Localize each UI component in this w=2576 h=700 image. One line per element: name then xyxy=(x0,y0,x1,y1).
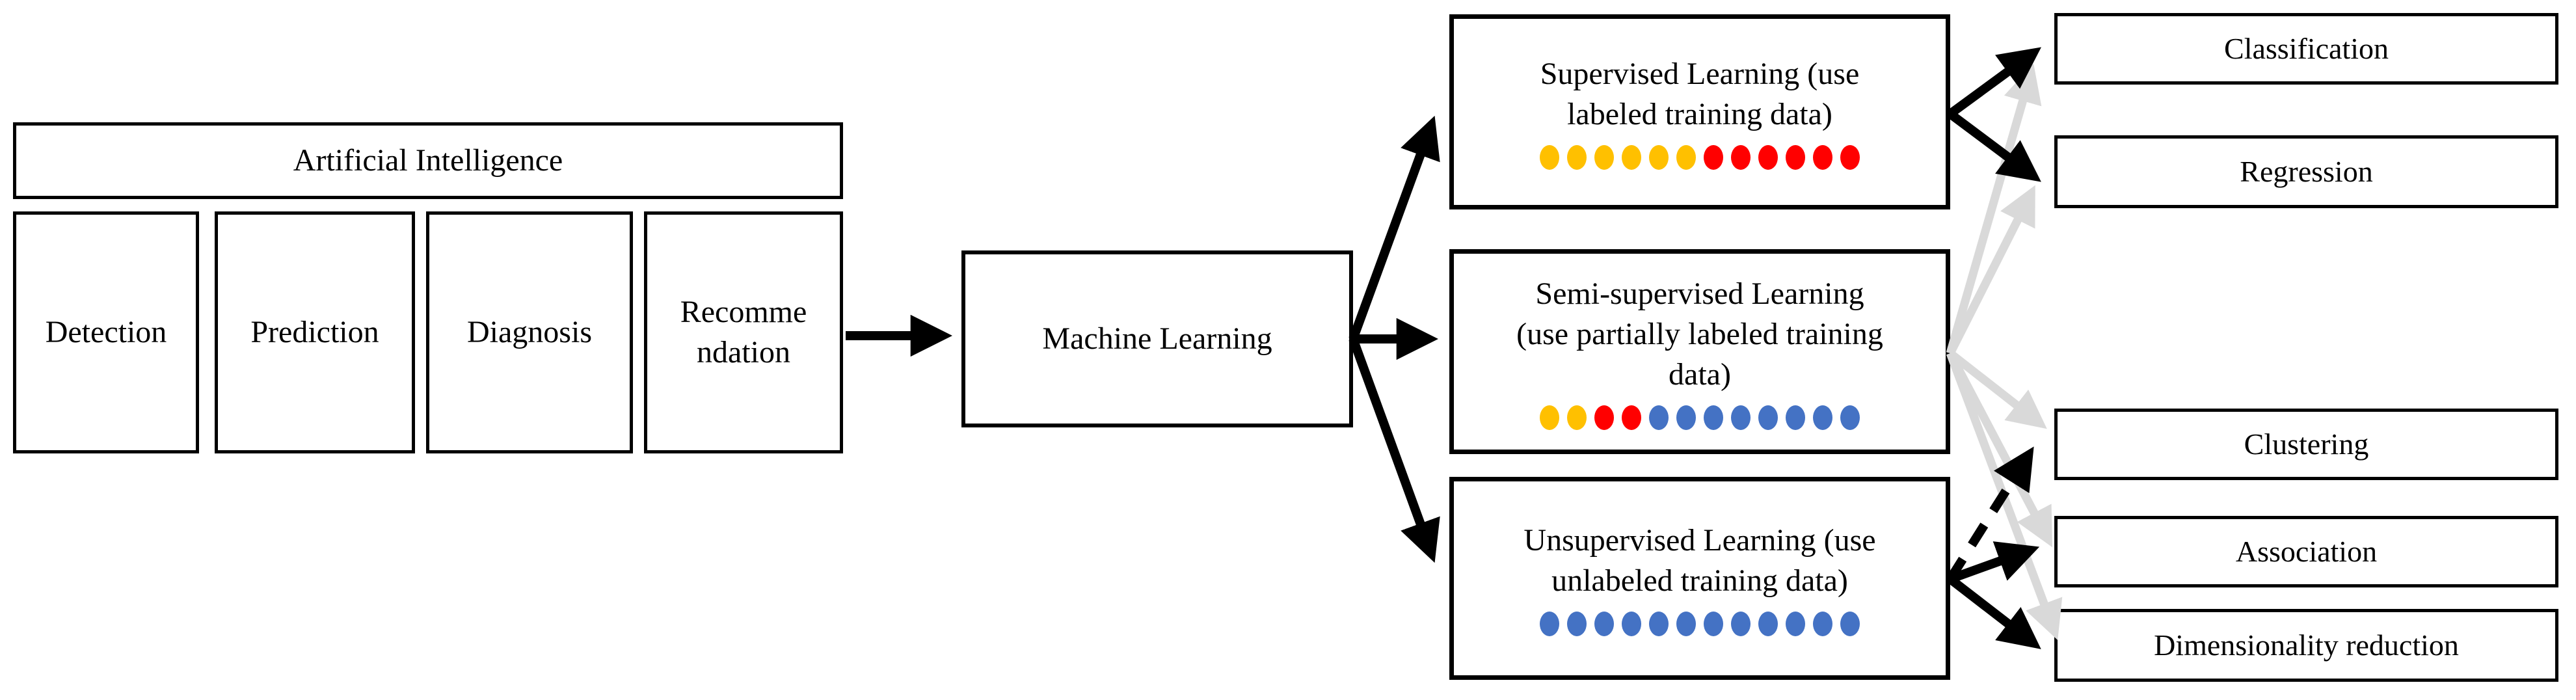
blue-dot xyxy=(1758,612,1778,636)
blue-dot xyxy=(1786,612,1805,636)
blue-dot xyxy=(1786,405,1805,430)
blue-dot xyxy=(1758,405,1778,430)
blue-dot xyxy=(1540,612,1559,636)
node-label: Association xyxy=(2235,535,2378,569)
red-dot xyxy=(1622,405,1641,430)
blue-dot xyxy=(1840,612,1860,636)
node-machine-learning: Machine Learning xyxy=(961,250,1353,427)
node-unsupervised-learning: Unsupervised Learning (use unlabeled tra… xyxy=(1449,477,1950,680)
labeled-data-dots xyxy=(1540,145,1860,170)
red-dot xyxy=(1840,145,1860,170)
red-dot xyxy=(1594,405,1614,430)
arrow-semi-to-classification xyxy=(1946,63,2042,355)
gold-dot xyxy=(1649,145,1669,170)
node-classification: Classification xyxy=(2054,13,2558,85)
blue-dot xyxy=(1594,612,1614,636)
blue-dot xyxy=(1567,612,1587,636)
red-dot xyxy=(1758,145,1778,170)
blue-dot xyxy=(1813,612,1832,636)
blue-dot xyxy=(1813,405,1832,430)
partially-labeled-data-dots xyxy=(1540,405,1860,430)
red-dot xyxy=(1813,145,1832,170)
arrow-unsupervised-to-clustering-dashed xyxy=(1946,446,2034,582)
node-label: Classification xyxy=(2224,32,2389,66)
arrow-semi-to-association xyxy=(1946,351,2052,548)
node-recommendation: Recomme ndation xyxy=(644,211,843,453)
node-regression: Regression xyxy=(2054,135,2558,208)
arrow-semi-to-clustering xyxy=(1947,349,2047,429)
blue-dot xyxy=(1840,405,1860,430)
gold-dot xyxy=(1594,145,1614,170)
node-label: Machine Learning xyxy=(1042,321,1272,356)
blue-dot xyxy=(1649,405,1669,430)
unlabeled-data-dots xyxy=(1540,612,1860,636)
blue-dot xyxy=(1649,612,1669,636)
node-label: Unsupervised Learning (use unlabeled tra… xyxy=(1523,523,1876,598)
node-label: Clustering xyxy=(2244,427,2369,461)
node-artificial-intelligence: Artificial Intelligence xyxy=(13,122,843,199)
node-label: Diagnosis xyxy=(467,315,592,349)
arrow-semi-to-dimensionality-reduction xyxy=(1946,351,2063,640)
node-label: Semi-supervised Learning (use partially … xyxy=(1516,276,1883,392)
node-label: Artificial Intelligence xyxy=(293,143,563,178)
blue-dot xyxy=(1676,612,1696,636)
arrow-ml-to-unsupervised xyxy=(1348,337,1440,563)
gold-dot xyxy=(1540,405,1559,430)
blue-dot xyxy=(1731,612,1751,636)
node-label: Prediction xyxy=(250,315,379,349)
red-dot xyxy=(1786,145,1805,170)
node-dimensionality-reduction: Dimensionality reduction xyxy=(2054,609,2558,682)
node-label: Supervised Learning (use labeled trainin… xyxy=(1540,57,1860,131)
node-supervised-learning: Supervised Learning (use labeled trainin… xyxy=(1449,14,1950,209)
gold-dot xyxy=(1622,145,1641,170)
node-label: Recomme ndation xyxy=(680,295,807,370)
node-association: Association xyxy=(2054,516,2558,587)
node-prediction: Prediction xyxy=(215,211,415,453)
node-detection: Detection xyxy=(13,211,199,453)
gold-dot xyxy=(1567,145,1587,170)
node-semi-supervised-learning: Semi-supervised Learning (use partially … xyxy=(1449,249,1950,454)
gold-dot xyxy=(1567,405,1587,430)
arrow-unsupervised-to-association xyxy=(1948,541,2040,584)
node-label: Regression xyxy=(2240,155,2373,189)
gold-dot xyxy=(1540,145,1559,170)
gold-dot xyxy=(1676,145,1696,170)
blue-dot xyxy=(1731,405,1751,430)
arrow-semi-to-regression xyxy=(1946,185,2035,355)
node-clustering: Clustering xyxy=(2054,409,2558,480)
arrow-supervised-to-regression xyxy=(1947,110,2041,182)
arrow-ml-to-supervised xyxy=(1348,115,1440,341)
red-dot xyxy=(1704,145,1723,170)
blue-dot xyxy=(1622,612,1641,636)
node-diagnosis: Diagnosis xyxy=(426,211,633,453)
red-dot xyxy=(1731,145,1751,170)
arrow-unsupervised-to-dimensionality-reduction xyxy=(1947,575,2041,649)
blue-dot xyxy=(1704,612,1723,636)
blue-dot xyxy=(1676,405,1696,430)
node-label: Dimensionality reduction xyxy=(2154,628,2459,662)
arrow-supervised-to-classification xyxy=(1947,47,2041,118)
node-label: Detection xyxy=(45,315,167,349)
blue-dot xyxy=(1704,405,1723,430)
